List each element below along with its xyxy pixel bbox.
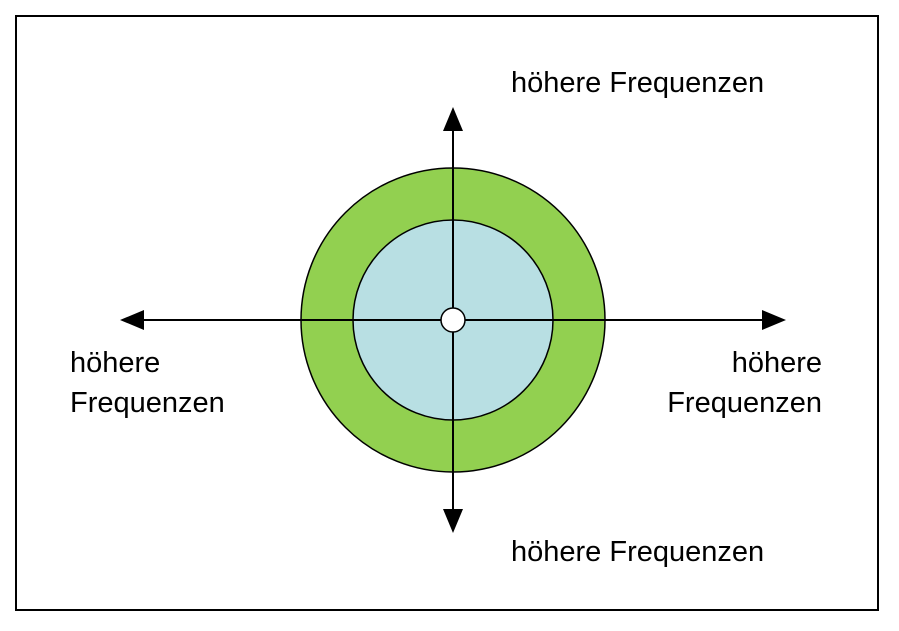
top-axis-label-text: höhere Frequenzen xyxy=(511,67,765,99)
origin-marker xyxy=(440,307,466,333)
left-axis-label: höhere Frequenzen xyxy=(70,343,225,423)
bottom-axis-label: höhere Frequenzen xyxy=(511,532,764,572)
right-axis-label-line2: Frequenzen xyxy=(667,387,822,419)
top-arrowhead xyxy=(443,107,463,131)
bottom-arrowhead xyxy=(443,509,463,533)
right-axis-label-line1: höhere xyxy=(731,347,822,379)
bottom-axis-label-text: höhere Frequenzen xyxy=(511,536,765,568)
right-axis-label: höhere Frequenzen xyxy=(646,343,822,423)
left-arrowhead xyxy=(120,310,144,330)
top-axis-label: höhere Frequenzen xyxy=(511,63,764,103)
right-arrowhead xyxy=(762,310,786,330)
left-axis-label-line1: höhere xyxy=(70,347,161,379)
left-axis-label-line2: Frequenzen xyxy=(70,387,225,419)
